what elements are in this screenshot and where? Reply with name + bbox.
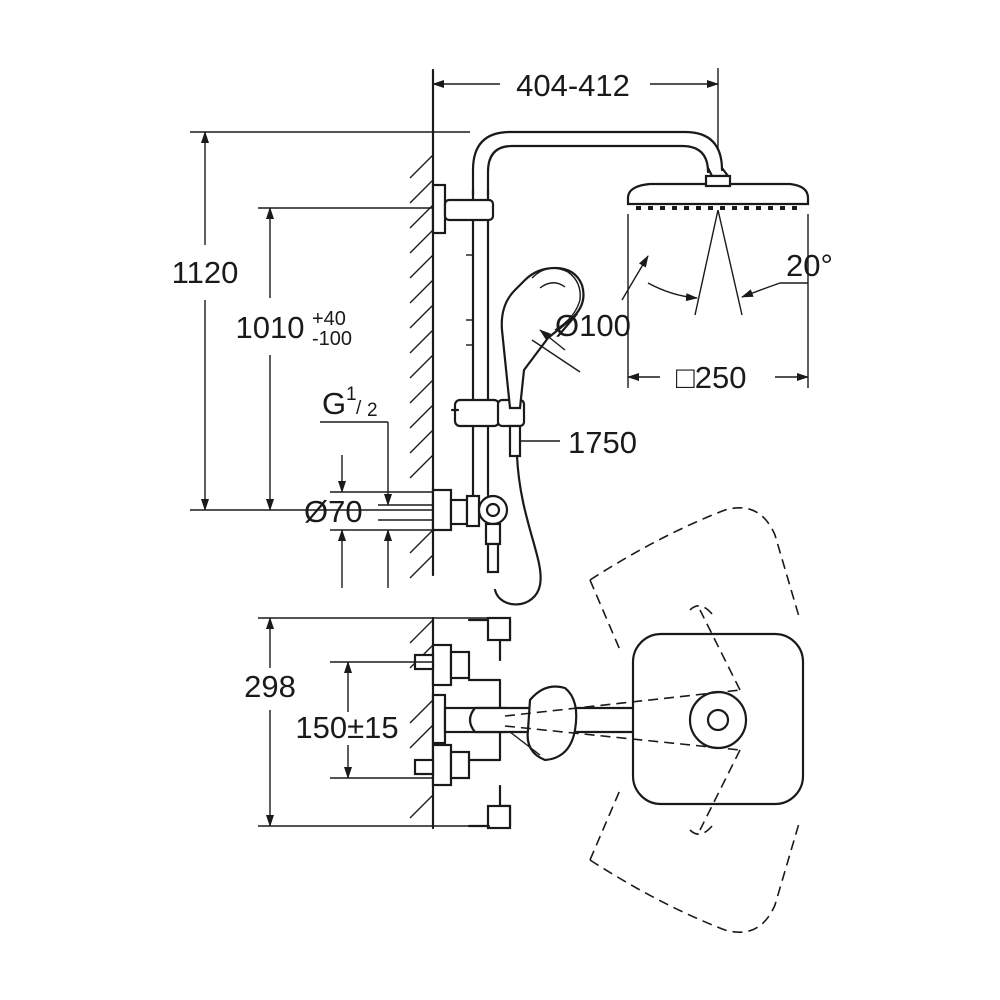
- label-valve-depth: 298: [244, 669, 296, 704]
- wall-front-view: [409, 68, 435, 579]
- label-head-square-size: □250: [676, 360, 746, 395]
- label-thread-prefix: G: [322, 386, 346, 421]
- label-adjustable-tolerance-plus: +40: [312, 308, 346, 330]
- dimension-lines-bottom: [258, 617, 490, 827]
- head-shower: [626, 174, 810, 316]
- label-thread-slash: /: [356, 398, 362, 419]
- wall-plan-view: [409, 616, 435, 830]
- shower-column: [431, 130, 730, 606]
- label-arm-reach: 404-412: [516, 68, 630, 103]
- plan-view-valve: [413, 616, 805, 830]
- label-escutcheon-diameter: Ø70: [304, 494, 363, 529]
- label-hand-shower-diameter: Ø100: [555, 308, 631, 343]
- label-adjustable-height: 1010: [236, 310, 305, 345]
- label-total-height: 1120: [172, 255, 239, 290]
- rotation-range-outline: [504, 506, 801, 934]
- dimension-lines-top: [190, 68, 809, 588]
- label-spray-angle: 20°: [786, 248, 833, 283]
- label-adjustable-tolerance-minus: -100: [312, 328, 352, 350]
- label-thread-numerator: 1: [346, 384, 357, 405]
- label-hose-length: 1750: [568, 425, 637, 460]
- label-inlet-spacing: 150±15: [295, 710, 398, 745]
- label-thread-denominator: 2: [367, 400, 378, 421]
